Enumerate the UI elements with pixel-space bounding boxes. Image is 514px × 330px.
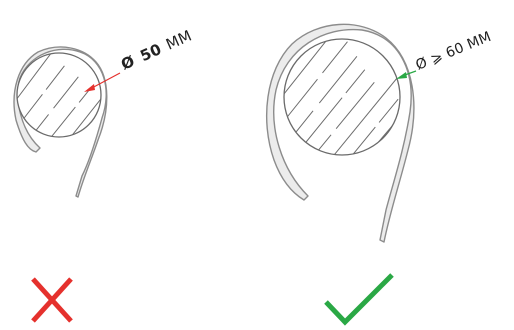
strap-loop-right (265, 23, 415, 243)
correct-panel: Ø ⩾ 60 MM (265, 23, 494, 326)
diameter-value-right: 60 (444, 40, 467, 62)
check-icon (324, 273, 394, 326)
round-bar-left (17, 53, 101, 137)
diameter-unit-right: MM (465, 29, 494, 53)
diameter-label-left: Ø 50 MM (118, 27, 194, 74)
diameter-label-right: Ø ⩾ 60 MM (414, 29, 494, 74)
diameter-value-left: 50 (137, 40, 164, 65)
cross-icon (31, 277, 73, 323)
strap-loop-left (13, 46, 108, 198)
dimension-arrow-left (84, 72, 121, 92)
dimension-arrow-right (396, 70, 417, 79)
round-bar-right (284, 39, 400, 155)
diameter-symbol-right: Ø (414, 55, 430, 74)
diameter-symbol-left: Ø (118, 52, 137, 74)
wrong-panel: Ø 50 MM (13, 27, 195, 323)
diameter-relation-right: ⩾ (428, 48, 445, 67)
diameter-unit-left: MM (163, 27, 194, 54)
